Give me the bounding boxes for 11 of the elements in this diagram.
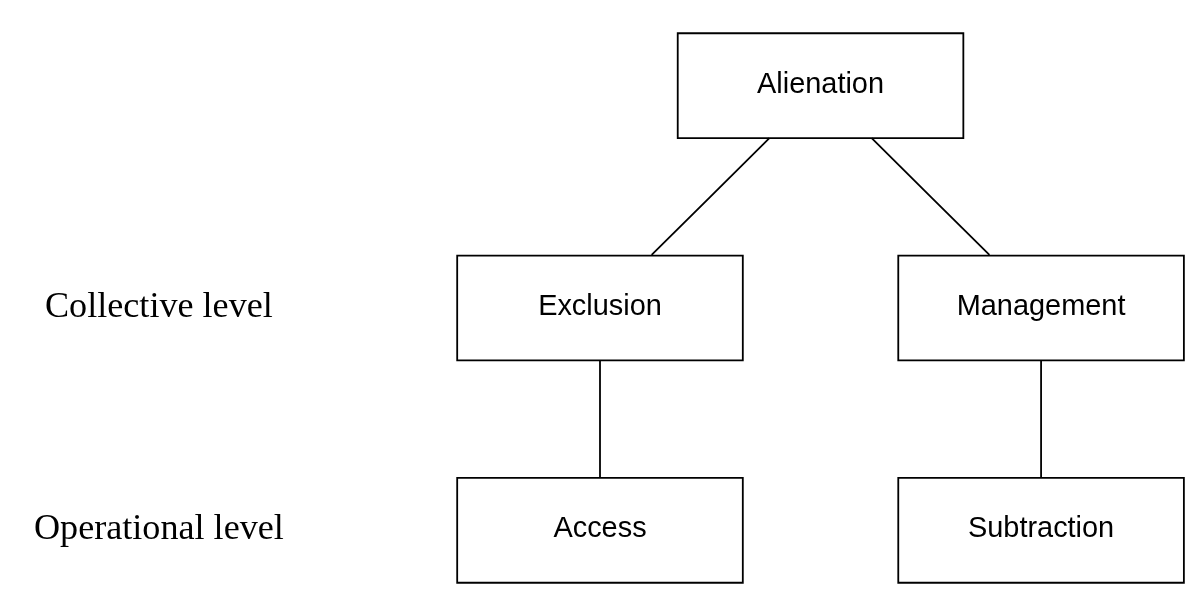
node-box: Alienation [676,31,965,139]
node-box: Exclusion [456,254,744,361]
connector [870,136,991,256]
connector [1040,359,1042,478]
connector [599,359,601,478]
label: Operational level [33,506,284,547]
node-box: Management [897,254,1185,361]
node-box: Subtraction [897,476,1185,584]
connector [650,136,771,256]
node-box: Access [456,476,744,584]
label: Collective level [45,284,273,325]
